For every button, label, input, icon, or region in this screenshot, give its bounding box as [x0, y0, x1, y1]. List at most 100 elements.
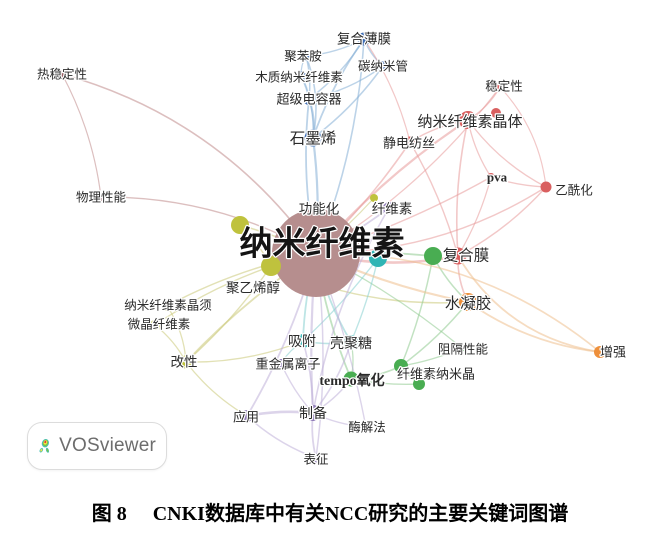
node-ncc_crystal2 [491, 108, 501, 118]
label-cnt: 碳纳米管 [358, 58, 408, 73]
node-pva [487, 173, 495, 181]
node-cellulose [383, 202, 395, 214]
label-characterization: 表征 [303, 452, 329, 466]
edge-physical-heat_stability [61, 73, 102, 198]
label-polyaniline: 聚苯胺 [284, 49, 322, 63]
edge-modification-application [185, 361, 248, 417]
label-functional: 功能化 [299, 202, 340, 217]
node-physical [97, 193, 105, 201]
label-layer: 热稳定性物理性能复合薄膜聚苯胺木质纳米纤维素碳纳米管超级电容器石墨烯稳定性纳米纤… [36, 29, 628, 467]
edge-comp_membrane-acetyl [457, 186, 547, 257]
edge-supercap-comp_thin_film [308, 38, 365, 100]
node-yellow_a [231, 216, 249, 234]
label-heavy_metal: 重金属离子 [255, 357, 320, 372]
node-hydrogel [459, 293, 477, 311]
edge-preparation-chitosan [312, 341, 352, 414]
node-heat_stability [58, 70, 66, 78]
edge-modification-adsorption [185, 340, 304, 363]
node-acetyl [540, 181, 552, 193]
node-tempo [343, 371, 359, 387]
node-cnc2 [413, 378, 425, 390]
label-mcc: 微晶纤维素 [128, 317, 191, 331]
figure-caption-text: CNKI数据库中有关NCC研究的主要关键词图谱 [152, 502, 569, 525]
node-modification [179, 355, 193, 369]
label-adsorption: 吸附 [288, 334, 316, 350]
node-application [241, 410, 253, 422]
edge-electrospin-comp_thin_film [363, 38, 411, 143]
label-heat_stability: 热稳定性 [37, 66, 87, 81]
label-comp_thin_film: 复合薄膜 [337, 31, 391, 47]
label-lignin: 木质纳米纤维素 [255, 70, 343, 84]
label-comp_membrane: 复合膜 [443, 246, 490, 264]
node-olive_a [370, 194, 378, 202]
node-electrospin [404, 136, 416, 148]
label-enzymatic: 酶解法 [348, 419, 386, 434]
label-acetyl: 乙酰化 [555, 183, 593, 197]
node-preparation [305, 405, 321, 421]
edge-comp_membrane-electrospin [409, 141, 459, 257]
edge-graphene-polyaniline [305, 55, 317, 139]
edge-cnc-hydrogel [400, 301, 469, 367]
label-hydrogel: 水凝胶 [445, 294, 492, 312]
node-polyaniline [301, 51, 311, 61]
label-pvoh: 聚乙烯醇 [226, 280, 280, 296]
node-center [272, 209, 360, 297]
keyword-network-map: 热稳定性物理性能复合薄膜聚苯胺木质纳米纤维素碳纳米管超级电容器石墨烯稳定性纳米纤… [27, 29, 628, 470]
label-barrier: 阻隔性能 [438, 342, 489, 356]
node-barrier [458, 344, 466, 352]
node-chitosan [344, 335, 358, 349]
edge-cellulose-preparation [312, 207, 390, 414]
label-reinforce: 增强 [600, 345, 626, 360]
node-reinforce [594, 346, 606, 358]
edge-application-characterization [246, 415, 317, 459]
label-ncc_crystal: 纳米纤维素晶体 [417, 113, 522, 130]
label-physical: 物理性能 [76, 190, 127, 204]
node-pvoh [261, 256, 281, 276]
label-graphene: 石墨烯 [290, 129, 337, 147]
label-modification: 改性 [171, 355, 198, 370]
node-stability [495, 82, 505, 92]
node-whisker [162, 301, 172, 311]
node-lignin [296, 71, 306, 81]
label-application: 应用 [233, 410, 259, 425]
label-preparation: 制备 [299, 405, 327, 422]
label-supercap: 超级电容器 [276, 92, 341, 107]
label-electrospin: 静电纺丝 [383, 136, 435, 151]
vosviewer-logo-text: VOSviewer [59, 435, 156, 456]
node-supercap [303, 93, 315, 105]
edge-reinforce-comp_membrane [457, 255, 601, 353]
node-enzymatic [362, 423, 370, 431]
figure-caption-label: 图 8 [91, 502, 127, 525]
label-whisker: 纳米纤维素晶须 [124, 298, 212, 312]
label-pva: pva [487, 170, 508, 185]
node-cnt [378, 61, 388, 71]
edge-ncc_crystal-acetyl [467, 119, 547, 188]
vosviewer-logo-badge: VOSviewer [27, 422, 167, 470]
label-cnc: 纤维素纳米晶 [397, 367, 475, 382]
node-mcc [150, 320, 160, 330]
node-comp_thin_film [357, 32, 371, 46]
edge-comp_membrane-pva [457, 176, 492, 257]
node-comp_membrane_g [424, 247, 442, 265]
node-layer [58, 32, 606, 463]
node-ncc_crystal [459, 111, 477, 129]
label-chitosan: 壳聚糖 [330, 335, 372, 352]
network-canvas: 热稳定性物理性能复合薄膜聚苯胺木质纳米纤维素碳纳米管超级电容器石墨烯稳定性纳米纤… [36, 29, 628, 467]
edge-graphene-cnt [312, 65, 384, 139]
label-tempo: tempo氧化 [319, 372, 384, 389]
vosviewer-density-logo-icon [39, 439, 50, 453]
figure-caption: 图 8 CNKI数据库中有关NCC研究的主要关键词图谱 [0, 489, 660, 533]
node-cnc [394, 359, 408, 373]
node-characterization [311, 453, 321, 463]
edge-cnc-comp_membrane_g [400, 255, 434, 367]
edge-stability-acetyl [499, 86, 547, 188]
node-heavy_metal [277, 359, 285, 367]
label-center: 纳米纤维素 [240, 226, 405, 263]
edge-modification-pvoh [185, 265, 272, 363]
label-cellulose: 纤维素 [372, 202, 413, 217]
node-adsorption [296, 334, 310, 348]
edge-supercap-cnt [308, 65, 384, 100]
node-comp_membrane [449, 247, 467, 265]
node-teal_a [369, 249, 387, 267]
edge-ncc_crystal-comp_membrane [455, 119, 469, 257]
